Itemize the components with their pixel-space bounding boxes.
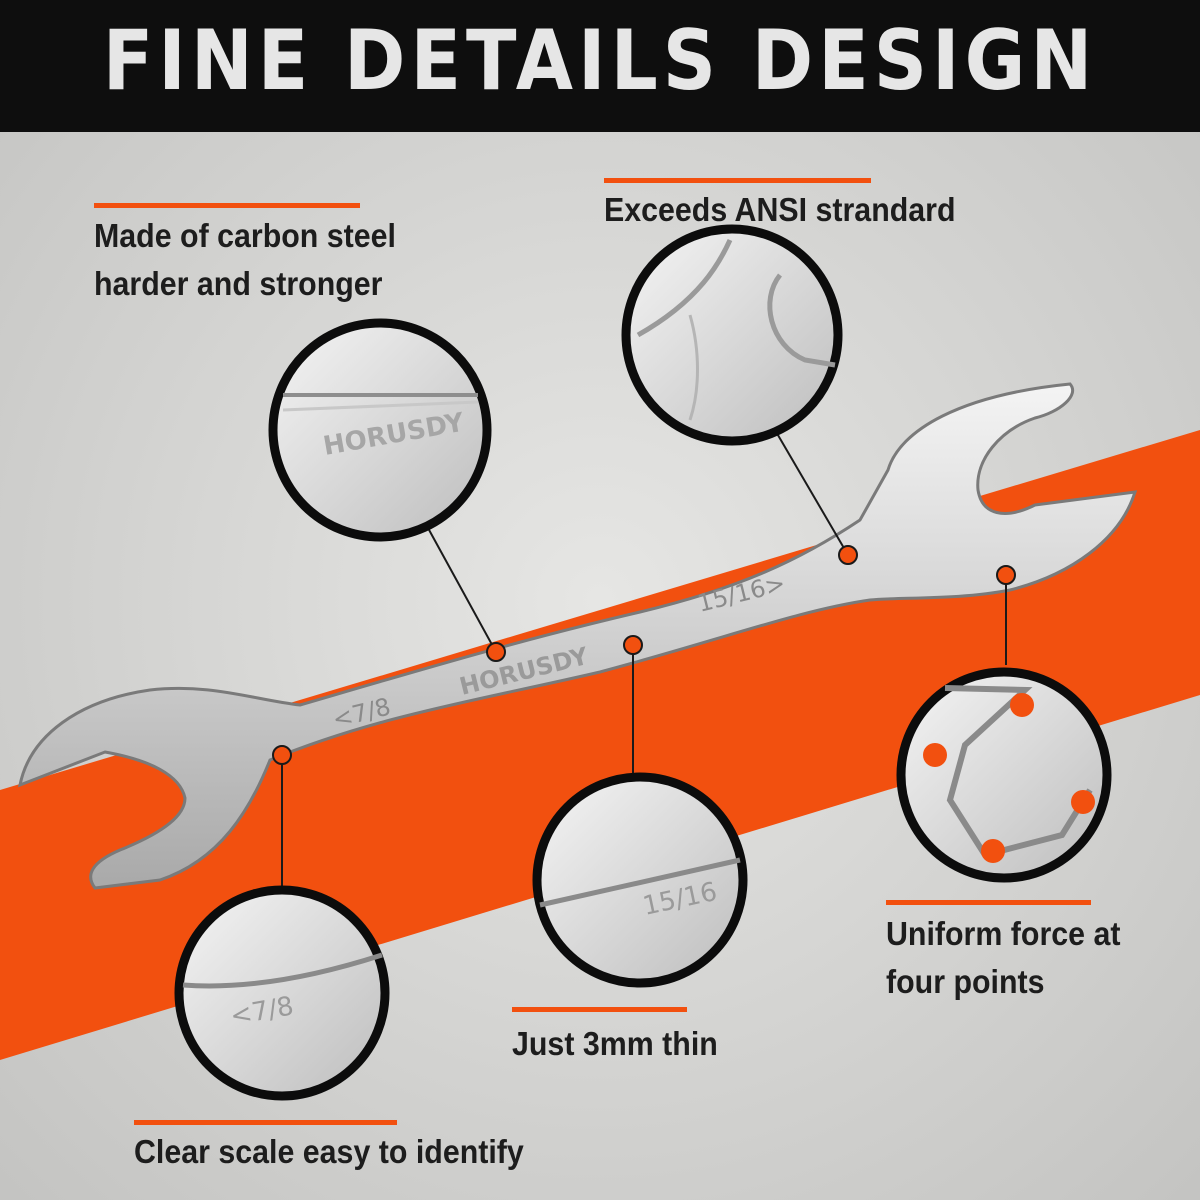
magnifier-carbon-steel: HORUSDY [268, 318, 492, 542]
accent-bar-thin [512, 1007, 687, 1012]
magnifier-uniform-force [896, 667, 1112, 883]
dot-thin [623, 635, 643, 655]
callout-dots [272, 545, 1016, 765]
accent-bar-clear-scale [134, 1120, 397, 1125]
dot-uniform-force [996, 565, 1016, 585]
accent-bar-carbon-steel [94, 203, 360, 208]
dot-clear-scale [272, 745, 292, 765]
header-bar [0, 0, 1200, 132]
accent-bar-ansi [604, 178, 871, 183]
dot-ansi [838, 545, 858, 565]
callout-ansi: Exceeds ANSI strandard [604, 191, 956, 228]
magnifier-ansi [621, 224, 843, 446]
callout-thin: Just 3mm thin [512, 1025, 718, 1062]
magnifier-clear-scale: <7/8 [174, 885, 390, 1101]
dot-carbon-steel [486, 642, 506, 662]
page-title: FINE DETAILS DESIGN [102, 12, 1098, 110]
callout-uniform-force: Uniform force at four points [886, 915, 1121, 1000]
leader-lines [281, 429, 1007, 895]
accent-bar-uniform-force [886, 900, 1091, 905]
leader-carbon-steel [427, 527, 497, 653]
callout-carbon-steel: Made of carbon steel harder and stronger [94, 217, 396, 302]
leader-ansi [774, 429, 849, 556]
wrench-shape [17, 382, 1138, 890]
callout-clear-scale: Clear scale easy to identify [134, 1133, 524, 1170]
magnifier-thin: 15/16 [532, 772, 748, 988]
